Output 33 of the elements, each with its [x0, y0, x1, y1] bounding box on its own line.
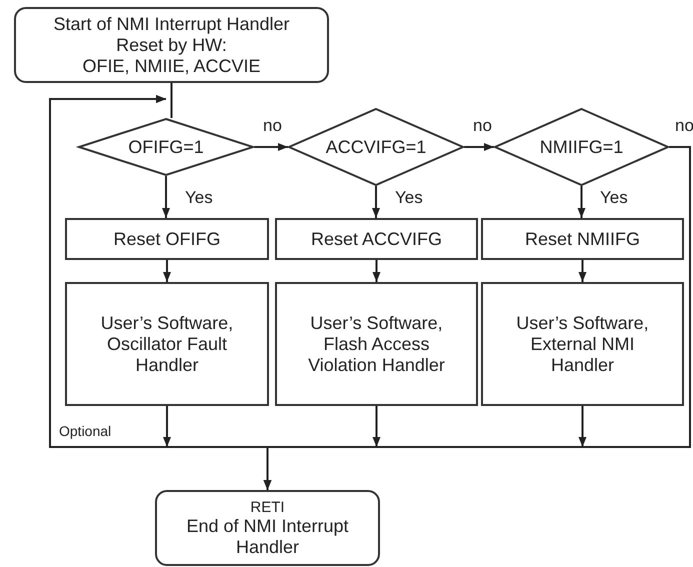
- node-text: OFIE, NMIIE, ACCVIE: [82, 56, 261, 76]
- node-text: User’s Software, External NMI Handler: [515, 312, 650, 376]
- decision-diamond: [288, 108, 464, 186]
- node-text: User’s Software, Oscillator Fault Handler: [100, 312, 234, 376]
- arrow: [254, 143, 288, 151]
- arrow: [578, 260, 586, 282]
- process-box: [65, 218, 269, 260]
- node-text: Reset OFIFG: [113, 228, 220, 250]
- decision-diamond: [78, 118, 254, 176]
- node-text: OFIFG=1: [128, 136, 204, 158]
- process-box: [481, 282, 684, 406]
- node-text: Reset ACCVIFG: [310, 228, 442, 250]
- process-box: [275, 218, 478, 260]
- node-text: Reset by HW:: [116, 34, 227, 56]
- terminal-box: [14, 7, 329, 83]
- instruction-text: RETI: [250, 498, 285, 516]
- node-text: User’s Software, Flash Access Violation Handler: [307, 312, 446, 376]
- arrow: [372, 186, 380, 218]
- node-text: ACCVIFG=1: [326, 136, 426, 158]
- arrow: [464, 143, 494, 151]
- terminal-box: [155, 490, 380, 566]
- node-text: End of NMI Interrupt Handler: [185, 516, 350, 558]
- arrow: [578, 186, 586, 218]
- process-box: [65, 282, 269, 406]
- process-box: [275, 282, 478, 406]
- node-text: Reset NMIIFG: [524, 228, 640, 250]
- node-text: NMIIFG=1: [540, 136, 624, 158]
- node-text: Start of NMI Interrupt Handler: [53, 14, 290, 34]
- arrow: [162, 176, 170, 218]
- decision-diamond: [494, 108, 669, 186]
- arrow: [372, 260, 380, 282]
- process-box: [481, 218, 684, 260]
- arrow: [163, 260, 171, 282]
